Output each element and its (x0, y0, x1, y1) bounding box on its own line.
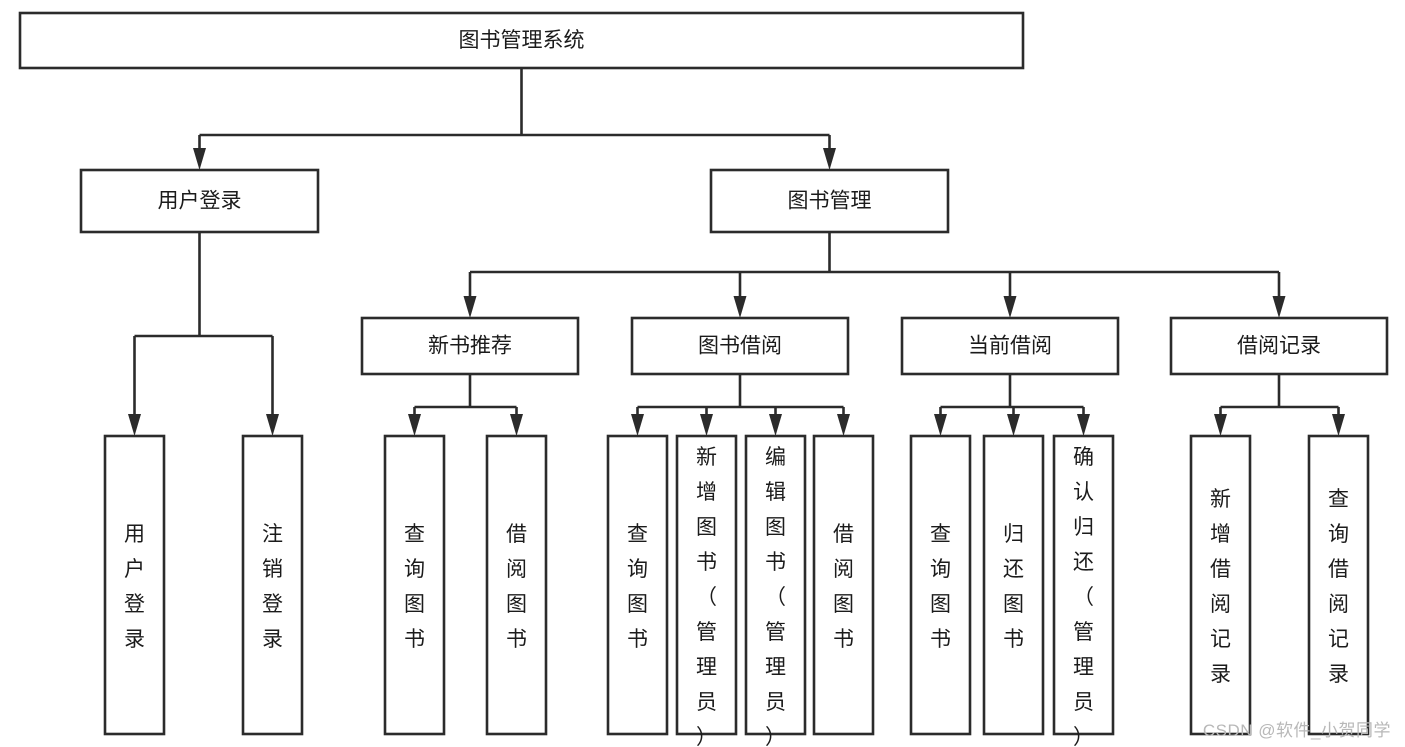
node-box-图书借阅[interactable] (630, 316, 850, 376)
node-注销登录[interactable]: 注销登录 (241, 434, 304, 736)
arrow-head-注销登录-1 (266, 414, 279, 436)
arrow-head-借阅记录-3 (1272, 296, 1286, 318)
node-label-用户登录: 用户登录 (158, 190, 242, 213)
csdn-watermark: CSDN @软件_小贺同学 (1202, 721, 1391, 740)
node-label-图书管理系统: 图书管理系统 (459, 29, 585, 52)
node-label-当前借阅: 当前借阅 (968, 335, 1052, 358)
node-label-新增借阅记录: 新增借阅记录 (1210, 488, 1231, 686)
arrow-head-借阅图书-3 (837, 414, 850, 436)
node-label-图书管理: 图书管理 (788, 190, 872, 213)
node-查询图书[interactable]: 查询图书 (383, 434, 446, 736)
node-图书管理系统[interactable]: 图书管理系统 (18, 11, 1025, 70)
node-借阅图书[interactable]: 借阅图书 (485, 434, 548, 736)
node-label-图书借阅: 图书借阅 (698, 335, 782, 358)
arrow-head-图书借阅-1 (733, 296, 747, 318)
arrow-head-归还图书-1 (1007, 414, 1020, 436)
arrow-head-查询图书-0 (934, 414, 947, 436)
node-box-确认归还管理员[interactable] (1052, 434, 1115, 736)
node-box-当前借阅[interactable] (900, 316, 1120, 376)
node-用户登录[interactable]: 用户登录 (79, 168, 320, 234)
node-box-借阅图书[interactable] (485, 434, 548, 736)
node-box-查询图书[interactable] (606, 434, 669, 736)
node-box-图书管理[interactable] (709, 168, 950, 234)
node-box-新增借阅记录[interactable] (1189, 434, 1252, 736)
node-确认归还管理员[interactable]: 确认归还（管理员） (1052, 434, 1115, 747)
node-label-用户登录: 用户登录 (124, 523, 145, 651)
node-box-新增图书管理员[interactable] (675, 434, 738, 736)
arrow-head-新书推荐-0 (463, 296, 477, 318)
arrow-head-确认归还管理员-2 (1077, 414, 1090, 436)
node-box-用户登录[interactable] (79, 168, 320, 234)
arrow-head-编辑图书管理员-2 (769, 414, 782, 436)
node-label-查询图书: 查询图书 (930, 523, 951, 651)
node-label-借阅图书: 借阅图书 (506, 523, 527, 651)
node-查询借阅记录[interactable]: 查询借阅记录 (1307, 434, 1370, 736)
node-label-归还图书: 归还图书 (1003, 523, 1024, 651)
node-借阅记录[interactable]: 借阅记录 (1169, 316, 1389, 376)
connector-layer (128, 68, 1345, 436)
arrow-head-用户登录-0 (128, 414, 141, 436)
node-box-查询图书[interactable] (383, 434, 446, 736)
node-label-新书推荐: 新书推荐 (428, 335, 512, 358)
node-新书推荐[interactable]: 新书推荐 (360, 316, 580, 376)
node-当前借阅[interactable]: 当前借阅 (900, 316, 1120, 376)
arrow-head-查询图书-0 (631, 414, 644, 436)
node-layer: 图书管理系统用户登录图书管理新书推荐图书借阅当前借阅借阅记录用户登录注销登录查询… (18, 11, 1389, 747)
arrow-head-用户登录-0 (193, 148, 206, 170)
node-label-确认归还管理员: 确认归还（管理员） (1073, 446, 1094, 747)
arrow-head-借阅图书-1 (510, 414, 523, 436)
node-box-查询借阅记录[interactable] (1307, 434, 1370, 736)
node-box-注销登录[interactable] (241, 434, 304, 736)
node-归还图书[interactable]: 归还图书 (982, 434, 1045, 736)
node-label-查询借阅记录: 查询借阅记录 (1328, 488, 1349, 686)
node-借阅图书[interactable]: 借阅图书 (812, 434, 875, 736)
node-box-编辑图书管理员[interactable] (744, 434, 807, 736)
node-图书借阅[interactable]: 图书借阅 (630, 316, 850, 376)
node-label-注销登录: 注销登录 (262, 523, 283, 651)
node-box-新书推荐[interactable] (360, 316, 580, 376)
arrow-head-当前借阅-2 (1003, 296, 1017, 318)
arrow-head-新增借阅记录-0 (1214, 414, 1227, 436)
node-box-借阅图书[interactable] (812, 434, 875, 736)
arrow-head-图书管理-1 (823, 148, 836, 170)
node-label-查询图书: 查询图书 (627, 523, 648, 651)
node-新增图书管理员[interactable]: 新增图书（管理员） (675, 434, 738, 747)
node-查询图书[interactable]: 查询图书 (606, 434, 669, 736)
node-box-图书管理系统[interactable] (18, 11, 1025, 70)
node-查询图书[interactable]: 查询图书 (909, 434, 972, 736)
node-box-用户登录[interactable] (103, 434, 166, 736)
node-label-新增图书管理员: 新增图书（管理员） (696, 446, 717, 747)
node-box-查询图书[interactable] (909, 434, 972, 736)
node-label-编辑图书管理员: 编辑图书（管理员） (765, 446, 786, 747)
node-用户登录[interactable]: 用户登录 (103, 434, 166, 736)
node-新增借阅记录[interactable]: 新增借阅记录 (1189, 434, 1252, 736)
arrow-head-查询图书-0 (408, 414, 421, 436)
node-图书管理[interactable]: 图书管理 (709, 168, 950, 234)
arrow-head-查询借阅记录-1 (1332, 414, 1345, 436)
node-box-借阅记录[interactable] (1169, 316, 1389, 376)
node-label-借阅记录: 借阅记录 (1237, 335, 1321, 358)
node-box-归还图书[interactable] (982, 434, 1045, 736)
arrow-head-新增图书管理员-1 (700, 414, 713, 436)
node-label-查询图书: 查询图书 (404, 523, 425, 651)
node-编辑图书管理员[interactable]: 编辑图书（管理员） (744, 434, 807, 747)
node-label-借阅图书: 借阅图书 (833, 523, 854, 651)
